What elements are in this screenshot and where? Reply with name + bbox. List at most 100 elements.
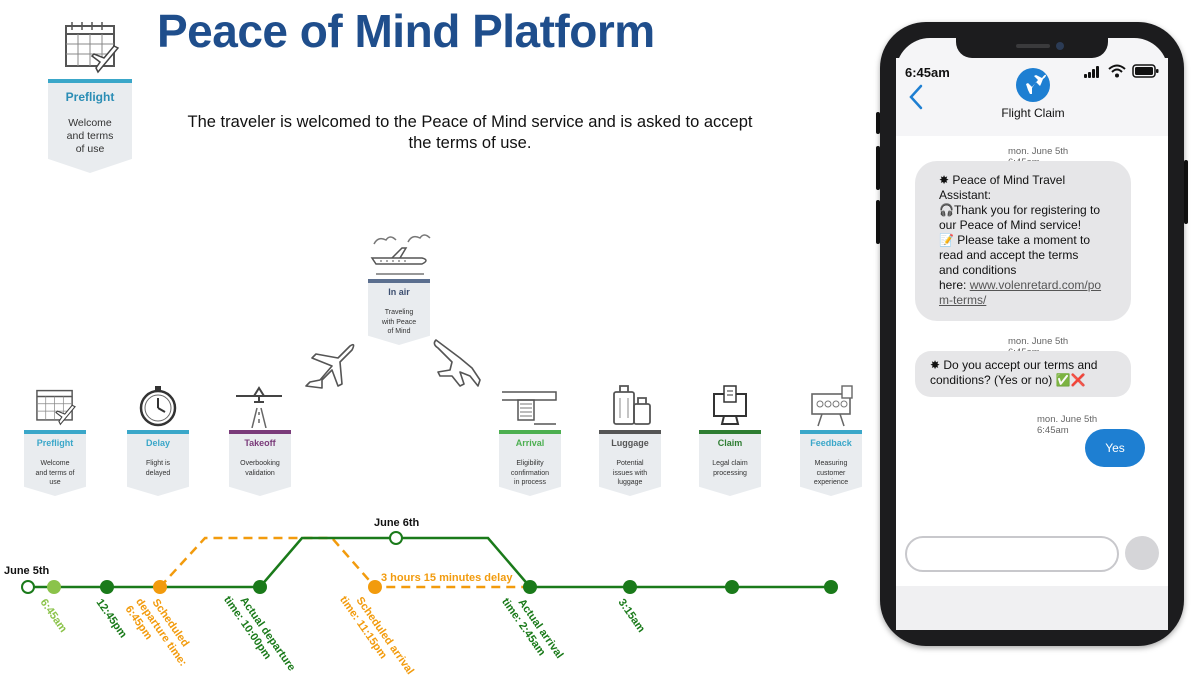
- desc-line: Welcome: [68, 117, 112, 129]
- time-label-645am: 6:45am: [38, 597, 70, 635]
- june6-node: [389, 531, 403, 545]
- incoming-message-bubble: ✸ Do you accept our terms and conditions…: [915, 351, 1131, 397]
- phone-volume-down: [876, 200, 880, 244]
- desc-line: with Peace: [381, 318, 417, 326]
- airplane-descending-icon: [433, 339, 481, 387]
- date-start-label: June 5th: [4, 565, 50, 577]
- node-after-2: [824, 580, 838, 594]
- time-label-315am: 3:15am: [616, 597, 648, 635]
- stage-color-bar: [229, 430, 291, 434]
- runway-plane-icon: [236, 386, 282, 428]
- phone-volume-up: [876, 146, 880, 190]
- stage-label: Delay: [145, 438, 171, 448]
- message-line: and conditions: [939, 263, 1017, 277]
- message-line: m-terms/: [939, 293, 1119, 308]
- desc-line: confirmation: [510, 469, 550, 477]
- terms-link-continued[interactable]: m-terms/: [939, 293, 987, 307]
- message-line: 🎧Thank you for registering to: [939, 203, 1101, 217]
- back-chevron-icon[interactable]: [908, 84, 924, 110]
- stage-label: Claim: [717, 438, 743, 448]
- current-stage-card: Preflight Welcome and terms of use: [48, 79, 132, 173]
- stage-description: Traveling with Peace of Mind: [368, 308, 430, 337]
- date-next-label: June 6th: [374, 517, 420, 529]
- message-line: here: www.volenretard.com/po: [939, 278, 1119, 293]
- app-name: Flight Claim: [1001, 106, 1065, 120]
- desc-line: Measuring: [814, 460, 848, 467]
- desc-line: Flight is: [145, 460, 171, 467]
- desc-line: customer: [816, 469, 846, 477]
- desc-line: Potential: [616, 460, 644, 467]
- desc-line: Overbooking: [240, 460, 280, 467]
- status-bar-time: 6:45am: [905, 65, 950, 80]
- phone-camera: [1056, 42, 1064, 50]
- computer-claim-icon: [713, 385, 747, 425]
- time-label-1245pm: 12:45pm: [94, 597, 130, 641]
- delay-label: 3 hours 15 minutes delay: [381, 572, 513, 584]
- desc-line: Legal claim: [712, 460, 748, 467]
- stage-color-bar: [48, 79, 132, 83]
- desc-line: and terms: [66, 130, 114, 142]
- stage-label: Takeoff: [244, 438, 276, 448]
- message-line: our Peace of Mind service!: [939, 218, 1082, 232]
- message-text: ✸ Do you accept our terms and conditions…: [930, 358, 1126, 388]
- outgoing-message-bubble: Yes: [1085, 429, 1145, 467]
- airplane-clouds-icon: [370, 234, 431, 275]
- intro-text: The traveler is welcomed to the Peace of…: [187, 113, 753, 152]
- stage-label: Preflight: [36, 438, 74, 448]
- phone-notch: [956, 38, 1108, 58]
- node-after-1: [725, 580, 739, 594]
- message-line: read and accept the terms: [939, 248, 1079, 262]
- desc-line: of Mind: [387, 328, 411, 335]
- node-actual-departure: [253, 580, 267, 594]
- luggage-icon: [613, 385, 651, 425]
- stage-color-bar: [499, 430, 561, 434]
- desc-line: issues with: [612, 469, 648, 477]
- message-line: Assistant:: [939, 188, 992, 202]
- desc-line: Eligibility: [516, 460, 544, 467]
- desc-line: Welcome: [40, 460, 70, 467]
- calendar-plane-icon: [36, 389, 76, 426]
- send-button[interactable]: [1125, 536, 1159, 570]
- terms-link[interactable]: www.volenretard.com/po: [969, 278, 1102, 292]
- jet-bridge-icon: [502, 391, 557, 425]
- message-line: 📝 Please take a moment to: [939, 233, 1091, 247]
- in-air-stage-card: In air Traveling with Peace of Mind: [368, 279, 430, 345]
- stage-color-bar: [368, 279, 430, 283]
- desc-line: delayed: [145, 469, 171, 477]
- desc-line: of use: [75, 143, 105, 155]
- node-315am: [623, 580, 637, 594]
- scheduled-arrival-label: Scheduled arrival time: 11:15pm: [337, 587, 418, 675]
- stage-label: Arrival: [515, 438, 545, 448]
- phone-speaker: [1016, 44, 1050, 48]
- node-actual-arrival: [523, 580, 537, 594]
- stage-color-bar: [699, 430, 761, 434]
- bottom-bar: [896, 586, 1168, 630]
- actual-departure-label: Actual departure time: 10:00pm: [221, 587, 299, 675]
- stage-label: Feedback: [810, 438, 852, 448]
- message-input[interactable]: [905, 536, 1119, 572]
- reply-timestamp: mon. June 5th 6:45am: [1037, 414, 1097, 436]
- timestamp-date: mon. June 5th: [1008, 146, 1069, 157]
- stage-color-bar: [599, 430, 661, 434]
- stage-label: Preflight: [65, 90, 115, 104]
- stage-color-bar: [127, 430, 189, 434]
- timestamp-date: mon. June 5th: [1008, 336, 1069, 347]
- flight-timeline: June 5th June 6th 3 hours 15 minutes del…: [4, 517, 838, 675]
- incoming-message-bubble: ✸ Peace of Mind Travel Assistant: 🎧Thank…: [915, 161, 1131, 321]
- timestamp-time: 6:45am: [1037, 425, 1069, 436]
- node-1245pm: [100, 580, 114, 594]
- stage-color-bar: [24, 430, 86, 434]
- scheduled-departure-label: Scheduled departure time: 6:45pm: [123, 589, 202, 675]
